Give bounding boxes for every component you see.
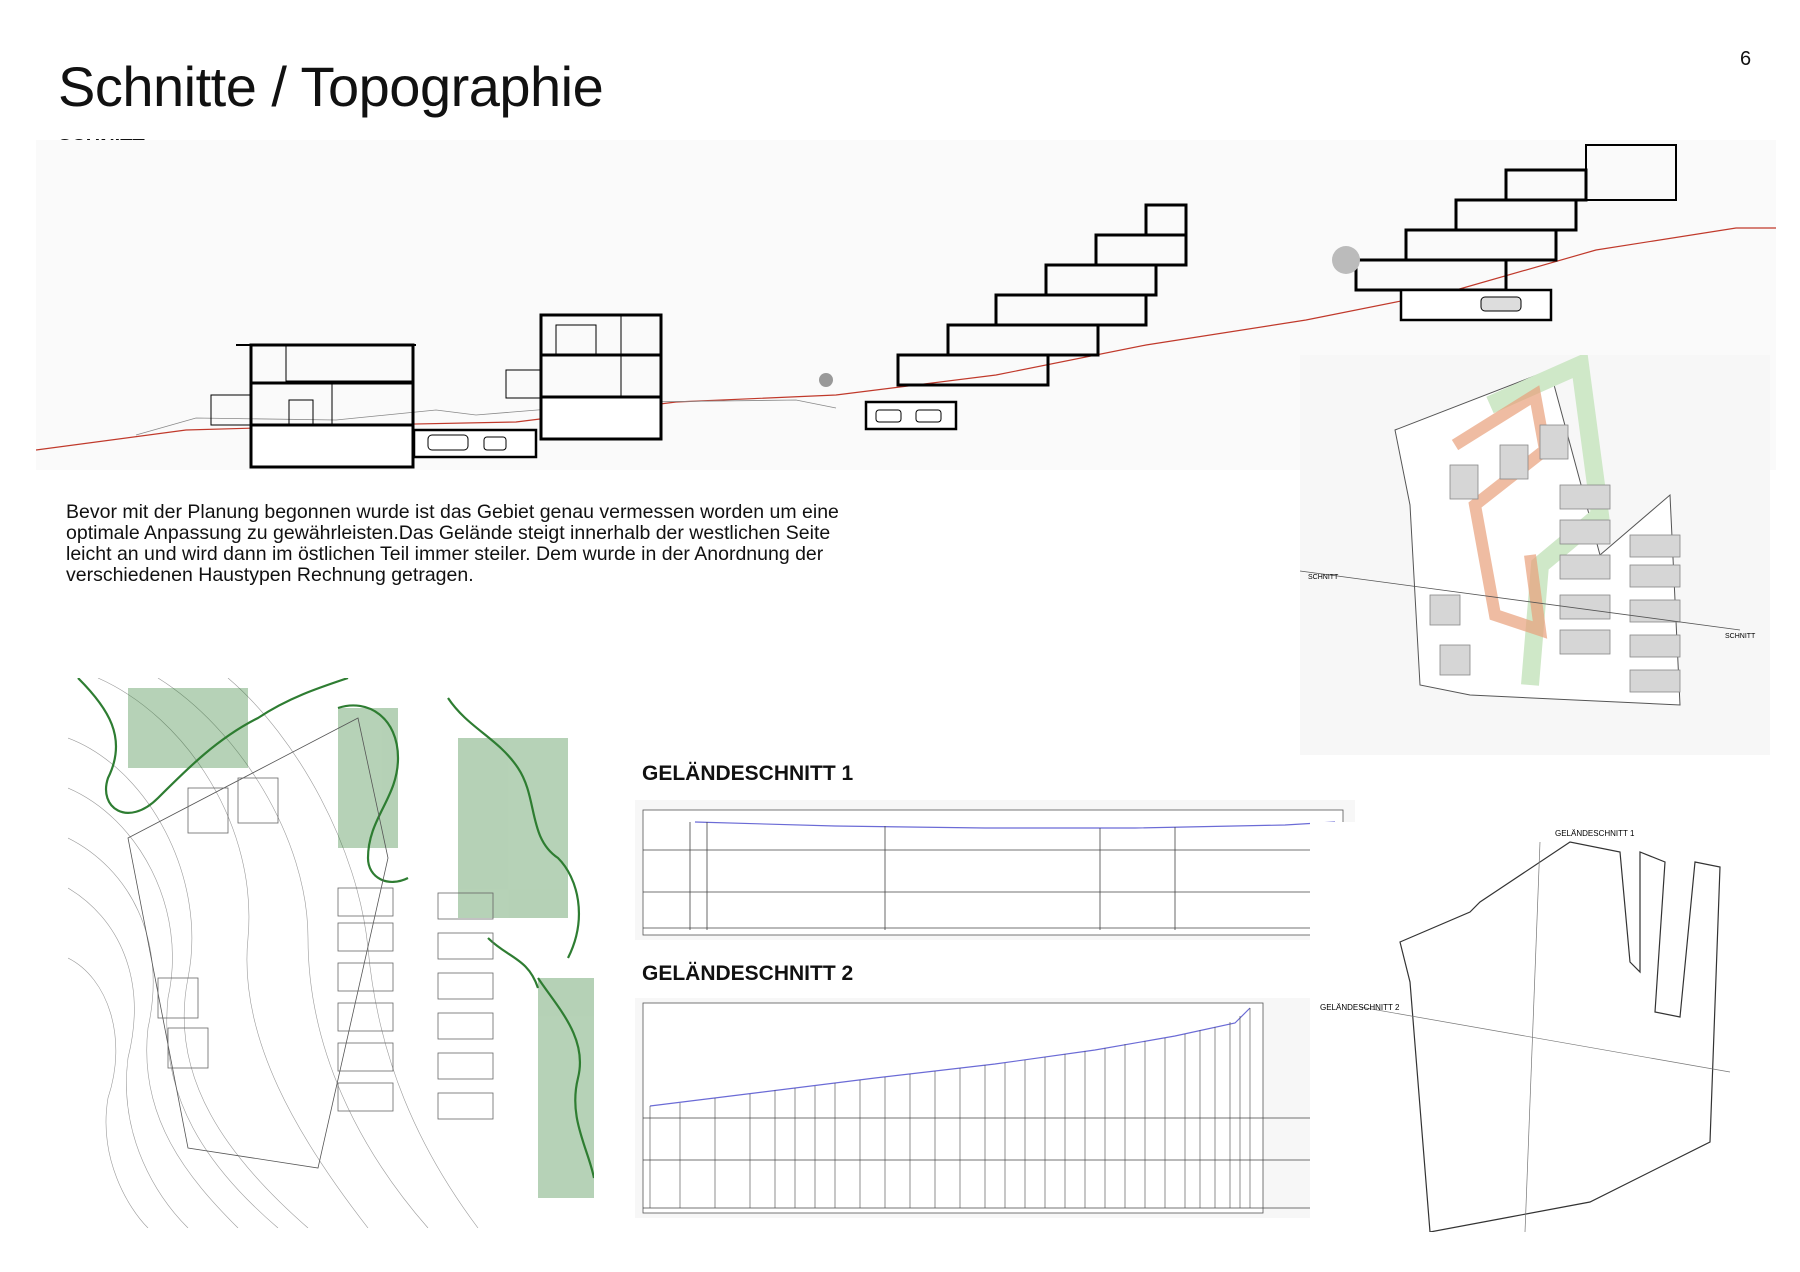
page-title: Schnitte / Topographie — [58, 55, 604, 118]
terrain-section-1-profile — [635, 800, 1355, 940]
garage-2 — [864, 400, 958, 431]
house-group-2 — [505, 313, 663, 441]
site-plan-houses — [1429, 424, 1681, 693]
page-number: 6 — [1740, 48, 1752, 70]
terrain-section-2-profile — [635, 998, 1355, 1218]
topographic-map — [68, 678, 594, 1228]
house-group-3 — [896, 203, 1188, 387]
site-plan-cut-label-left: SCHNITT — [1308, 574, 1339, 581]
terrain-section-1-heading: GELÄNDESCHNITT 1 — [642, 762, 854, 785]
terrain-section-2-heading: GELÄNDESCHNITT 2 — [642, 962, 854, 985]
key-plan-label-1: GELÄNDESCHNITT 1 — [1555, 829, 1635, 838]
key-plan-label-2: GELÄNDESCHNITT 2 — [1320, 1003, 1400, 1012]
description-text: Bevor mit der Planung begonnen wurde ist… — [66, 501, 839, 586]
site-plan-cut-label-right: SCHNITT — [1725, 633, 1756, 640]
site-plan: SCHNITT SCHNITT — [1300, 355, 1770, 755]
garage-3 — [1399, 288, 1553, 322]
terrain-section-key-plan: GELÄNDESCHNITT 1 GELÄNDESCHNITT 2 — [1310, 822, 1750, 1232]
garage-1 — [412, 428, 538, 459]
